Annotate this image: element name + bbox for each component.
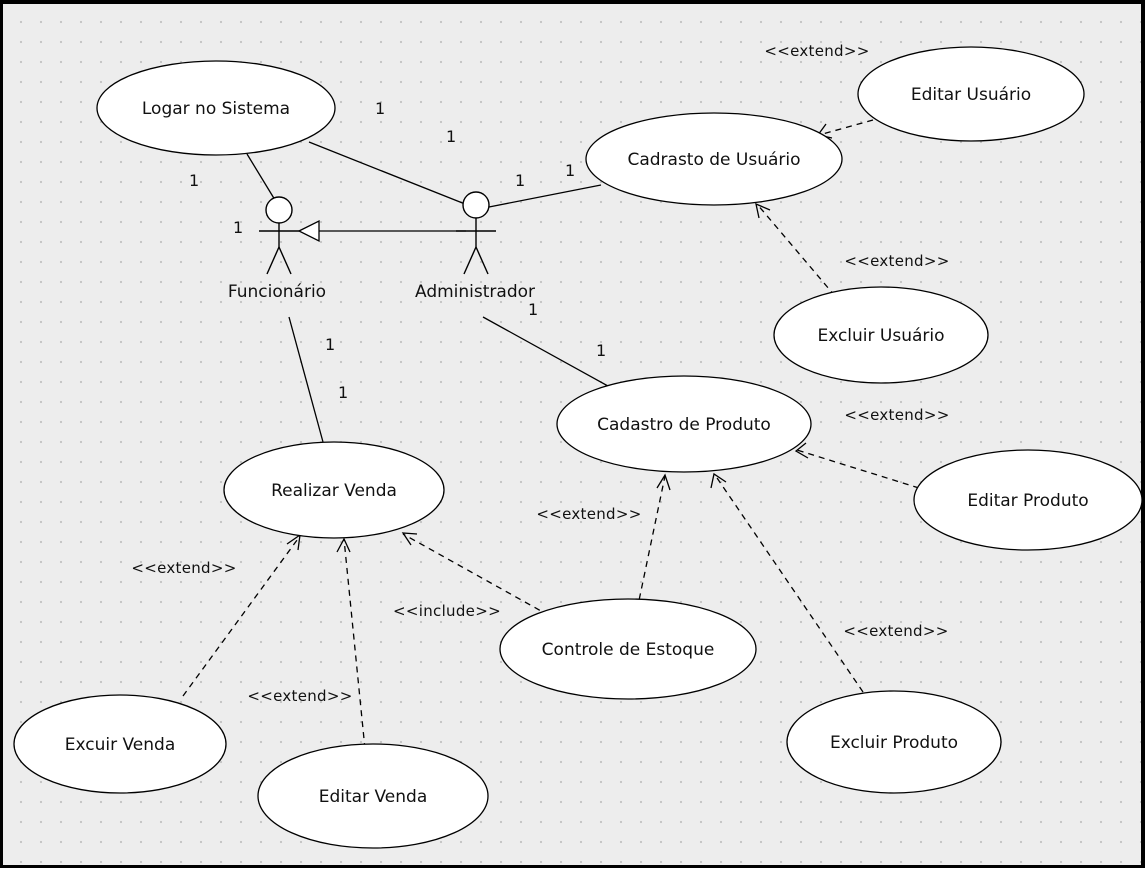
extend-editar-produto bbox=[796, 449, 920, 489]
arrowhead-include bbox=[401, 532, 418, 546]
use-case-diagram: Logar no Sistema Cadrasto de Usuário Edi… bbox=[13, 42, 1143, 849]
multiplicity-label: 1 bbox=[596, 341, 606, 360]
assoc-logar-funcionario bbox=[246, 153, 276, 201]
arrowhead-excluir-produto bbox=[710, 472, 727, 489]
arrowhead-editar-produto bbox=[794, 442, 809, 459]
use-case-excluir-produto[interactable]: Excluir Produto bbox=[786, 690, 1002, 794]
use-case-label: Realizar Venda bbox=[271, 481, 397, 501]
use-case-label: Editar Usuário bbox=[911, 85, 1031, 105]
actor-label: Funcionário bbox=[228, 282, 326, 302]
use-case-label: Editar Produto bbox=[967, 491, 1088, 511]
use-case-controle-estoque[interactable]: Controle de Estoque bbox=[499, 598, 757, 700]
use-case-realizar-venda[interactable]: Realizar Venda bbox=[223, 441, 445, 539]
extend-excuir-venda bbox=[182, 535, 301, 697]
use-case-label: Cadrasto de Usuário bbox=[627, 150, 800, 170]
use-case-label: Excuir Venda bbox=[65, 735, 176, 755]
use-case-cadastro-usuario[interactable]: Cadrasto de Usuário bbox=[585, 112, 843, 206]
extend-controle-estoque bbox=[636, 475, 666, 611]
assoc-logar-administrador bbox=[308, 141, 466, 205]
use-case-editar-produto[interactable]: Editar Produto bbox=[913, 449, 1143, 551]
assoc-administrador-cadastro-usuario bbox=[488, 184, 602, 208]
use-case-excluir-usuario[interactable]: Excluir Usuário bbox=[773, 286, 989, 384]
multiplicity-label: 1 bbox=[233, 218, 243, 237]
use-case-excuir-venda[interactable]: Excuir Venda bbox=[13, 694, 227, 794]
extend-excluir-usuario bbox=[756, 203, 836, 297]
use-case-cadastro-produto[interactable]: Cadastro de Produto bbox=[556, 375, 812, 473]
multiplicity-label: 1 bbox=[375, 99, 385, 118]
arrowhead-controle-estoque bbox=[656, 473, 671, 491]
multiplicity-label: 1 bbox=[565, 161, 575, 180]
generalization-arrowhead bbox=[297, 219, 320, 243]
arrowhead-excuir-venda bbox=[286, 533, 301, 551]
actor-administrador[interactable]: Administrador bbox=[415, 191, 535, 302]
stereotype-extend: <<extend>> bbox=[843, 622, 948, 640]
stereotype-extend: <<extend>> bbox=[536, 505, 641, 523]
assoc-funcionario-realizar-venda bbox=[288, 316, 324, 443]
arrowhead-editar-venda bbox=[336, 537, 351, 553]
arrowhead-excluir-usuario bbox=[755, 202, 771, 219]
actor-label: Administrador bbox=[415, 282, 535, 302]
actor-funcionario[interactable]: Funcionário bbox=[228, 196, 326, 302]
stereotype-extend: <<extend>> bbox=[247, 687, 352, 705]
stereotype-extend: <<extend>> bbox=[844, 406, 949, 424]
use-case-label: Excluir Usuário bbox=[817, 326, 944, 346]
use-case-label: Excluir Produto bbox=[830, 733, 958, 753]
multiplicity-label: 1 bbox=[446, 127, 456, 146]
multiplicity-label: 1 bbox=[528, 300, 538, 319]
use-case-label: Editar Venda bbox=[319, 787, 427, 807]
include-controle-estoque bbox=[402, 533, 560, 622]
use-case-editar-usuario[interactable]: Editar Usuário bbox=[857, 46, 1085, 142]
multiplicity-label: 1 bbox=[325, 335, 335, 354]
multiplicity-label: 1 bbox=[338, 383, 348, 402]
assoc-administrador-cadastro-produto bbox=[482, 316, 618, 392]
multiplicity-label: 1 bbox=[515, 171, 525, 190]
multiplicity-label: 1 bbox=[189, 171, 199, 190]
use-case-logar[interactable]: Logar no Sistema bbox=[96, 60, 336, 156]
stereotype-extend: <<extend>> bbox=[131, 559, 236, 577]
use-case-label: Controle de Estoque bbox=[542, 640, 715, 660]
extend-editar-usuario bbox=[818, 119, 874, 136]
use-case-label: Cadastro de Produto bbox=[597, 415, 771, 435]
use-case-label: Logar no Sistema bbox=[142, 99, 290, 119]
stereotype-include: <<include>> bbox=[393, 602, 501, 620]
stereotype-extend: <<extend>> bbox=[844, 252, 949, 270]
stereotype-extend: <<extend>> bbox=[764, 42, 869, 60]
extend-editar-venda bbox=[343, 538, 366, 750]
use-case-editar-venda[interactable]: Editar Venda bbox=[257, 743, 489, 849]
